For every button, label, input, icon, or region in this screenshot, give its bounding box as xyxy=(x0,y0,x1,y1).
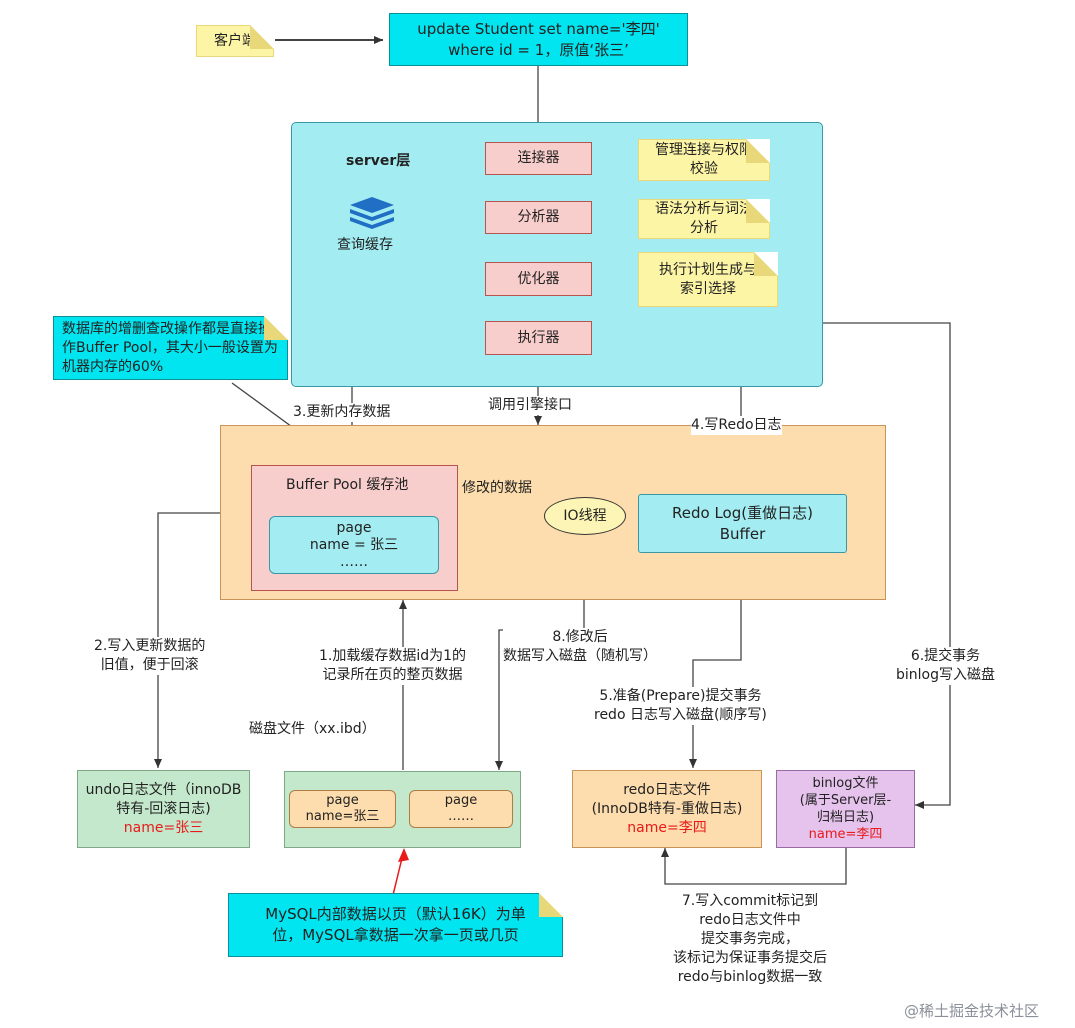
server-layer-title: server层 xyxy=(346,153,411,169)
analyzer-note-text: 语法分析与词法分析 xyxy=(655,201,753,236)
prepare-line-1: 5.准备(Prepare)提交事务 xyxy=(599,688,762,704)
commit-mark-line-2: redo日志文件中 xyxy=(699,912,801,928)
disk-page-1-value: name=张三 xyxy=(305,809,380,824)
commit-tx-line-1: 6.提交事务 xyxy=(910,648,981,664)
write-old-line-2: 旧值，便于回滚 xyxy=(100,657,199,673)
label-load-cache: 1.加载缓存数据id为1的 记录所在页的整页数据 xyxy=(319,647,467,685)
redo-buffer-line-1: Redo Log(重做日志) xyxy=(672,503,813,522)
analyzer-label: 分析器 xyxy=(517,209,560,225)
disk-page-1: page name=张三 xyxy=(289,790,396,828)
buffer-pool-note: 数据库的增删查改操作都是直接操作Buffer Pool，其大小一般设置为机器内存… xyxy=(53,316,288,380)
buffer-pool-note-text: 数据库的增删查改操作都是直接操作Buffer Pool，其大小一般设置为机器内存… xyxy=(62,321,278,375)
label-update-memory: 3.更新内存数据 xyxy=(293,403,391,422)
buffer-page-more: …… xyxy=(340,553,368,570)
undo-line-1: undo日志文件（innoDB xyxy=(85,781,242,798)
optimizer-note: 执行计划生成与索引选择 xyxy=(638,252,778,307)
label-prepare: 5.准备(Prepare)提交事务 redo 日志写入磁盘(顺序写) xyxy=(594,687,767,725)
redo-file-line-2: (InnoDB特有-重做日志) xyxy=(591,800,743,817)
redo-buffer-line-2: Buffer xyxy=(719,524,766,543)
sql-statement-box: update Student set name='李四' where id = … xyxy=(389,13,688,66)
label-write-redo: 4.写Redo日志 xyxy=(691,416,782,435)
database-icon xyxy=(346,195,398,231)
redo-file-value: name=李四 xyxy=(627,819,707,836)
mysql-page-note: MySQL内部数据以页（默认16K）为单 位，MySQL拿数据一次拿一页或几页 xyxy=(228,893,563,957)
mysql-note-line-2: 位，MySQL拿数据一次拿一页或几页 xyxy=(272,926,519,944)
io-thread-label: IO线程 xyxy=(563,507,607,524)
client-label: 客户端 xyxy=(214,32,256,49)
commit-mark-line-3: 提交事务完成， xyxy=(701,931,799,947)
commit-tx-line-2: binlog写入磁盘 xyxy=(896,667,995,683)
buffer-page-value: name = 张三 xyxy=(309,536,399,553)
load-cache-line-1: 1.加载缓存数据id为1的 xyxy=(319,648,467,664)
disk-page-2-title: page xyxy=(444,793,478,808)
executor-box: 执行器 xyxy=(485,321,592,355)
label-write-old-value: 2.写入更新数据的 旧值，便于回滚 xyxy=(94,637,206,675)
modified-data-label: 修改的数据 xyxy=(462,480,532,496)
after-modify-line-2: 数据写入磁盘（随机写） xyxy=(503,648,657,664)
connector-note-text: 管理连接与权限校验 xyxy=(655,142,753,177)
watermark: @稀土掘金技术社区 xyxy=(904,1002,1040,1020)
prepare-line-2: redo 日志写入磁盘(顺序写) xyxy=(594,707,767,723)
query-cache-label: 查询缓存 xyxy=(337,237,393,253)
optimizer-note-text: 执行计划生成与索引选择 xyxy=(659,261,757,297)
binlog-line-1: binlog文件 xyxy=(812,776,879,791)
optimizer-box: 优化器 xyxy=(485,262,592,296)
label-commit-tx: 6.提交事务 binlog写入磁盘 xyxy=(896,647,995,685)
label-after-modify: 8.修改后 数据写入磁盘（随机写） xyxy=(503,628,657,666)
undo-value: name=张三 xyxy=(123,819,204,836)
disk-page-1-title: page xyxy=(326,793,359,808)
redo-log-buffer: Redo Log(重做日志) Buffer xyxy=(638,494,847,553)
redo-file-line-1: redo日志文件 xyxy=(623,781,711,798)
label-commit-mark: 7.写入commit标记到 redo日志文件中 提交事务完成， 该标记为保证事务… xyxy=(673,892,827,987)
buffer-page: page name = 张三 …… xyxy=(269,516,439,574)
io-thread: IO线程 xyxy=(544,497,626,535)
commit-mark-line-1: 7.写入commit标记到 xyxy=(681,893,819,909)
buffer-pool-title: Buffer Pool 缓存池 xyxy=(286,477,409,493)
mysql-note-line-1: MySQL内部数据以页（默认16K）为单 xyxy=(265,905,526,923)
binlog-value: name=李四 xyxy=(808,827,883,842)
sql-line-1: update Student set name='李四' xyxy=(417,19,660,38)
disk-page-2: page …… xyxy=(409,790,513,828)
redo-log-file: redo日志文件 (InnoDB特有-重做日志) name=李四 xyxy=(572,770,762,848)
undo-log-file: undo日志文件（innoDB 特有-回滚日志) name=张三 xyxy=(77,770,250,848)
label-call-engine: 调用引擎接口 xyxy=(488,396,572,415)
commit-mark-line-5: redo与binlog数据一致 xyxy=(677,969,823,985)
write-old-line-1: 2.写入更新数据的 xyxy=(94,638,206,654)
connector-box: 连接器 xyxy=(485,142,592,175)
binlog-line-2: (属于Server层- xyxy=(799,793,892,808)
analyzer-box: 分析器 xyxy=(485,201,592,234)
disk-page-2-value: …… xyxy=(448,809,474,824)
client-note: 客户端 xyxy=(196,25,274,57)
buffer-page-title: page xyxy=(336,519,372,536)
binlog-file: binlog文件 (属于Server层- 归档日志) name=李四 xyxy=(776,770,915,848)
analyzer-note: 语法分析与词法分析 xyxy=(638,199,770,239)
label-disk-file: 磁盘文件（xx.ibd） xyxy=(249,720,376,739)
connector-label: 连接器 xyxy=(517,150,560,166)
sql-line-2: where id = 1，原值‘张三’ xyxy=(448,40,629,59)
binlog-line-3: 归档日志) xyxy=(816,810,875,825)
load-cache-line-2: 记录所在页的整页数据 xyxy=(322,667,463,683)
executor-label: 执行器 xyxy=(517,329,560,346)
after-modify-line-1: 8.修改后 xyxy=(552,629,608,645)
optimizer-label: 优化器 xyxy=(517,270,560,287)
connector-note: 管理连接与权限校验 xyxy=(638,139,770,181)
undo-line-2: 特有-回滚日志) xyxy=(116,800,211,817)
commit-mark-line-4: 该标记为保证事务提交后 xyxy=(673,950,827,966)
